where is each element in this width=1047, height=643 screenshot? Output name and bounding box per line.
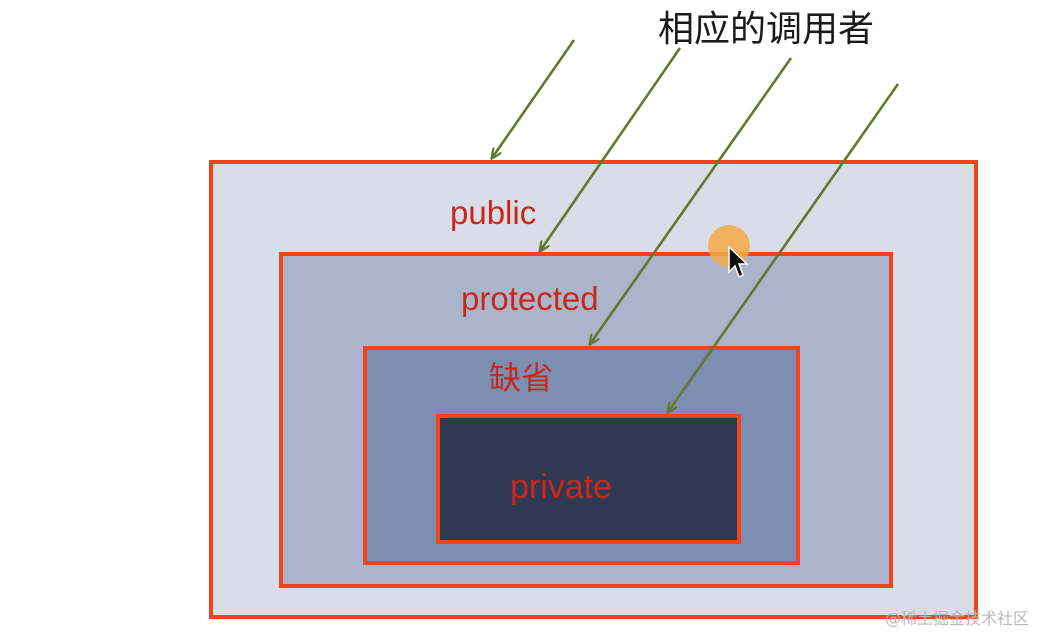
arrow-icon [492,39,576,158]
arrow-icon [668,83,900,412]
arrow-icon [540,47,682,251]
public-label: public [450,194,537,231]
default-label: 缺省 [489,359,554,397]
watermark: @稀土掘金技术社区 [884,609,1029,628]
mouse-pointer-icon [728,246,749,279]
private-scope-box [436,414,741,544]
protected-label: protected [461,280,599,317]
private-label: private [510,468,613,506]
callers-title: 相应的调用者 [658,9,875,50]
arrow-icon [590,57,793,344]
